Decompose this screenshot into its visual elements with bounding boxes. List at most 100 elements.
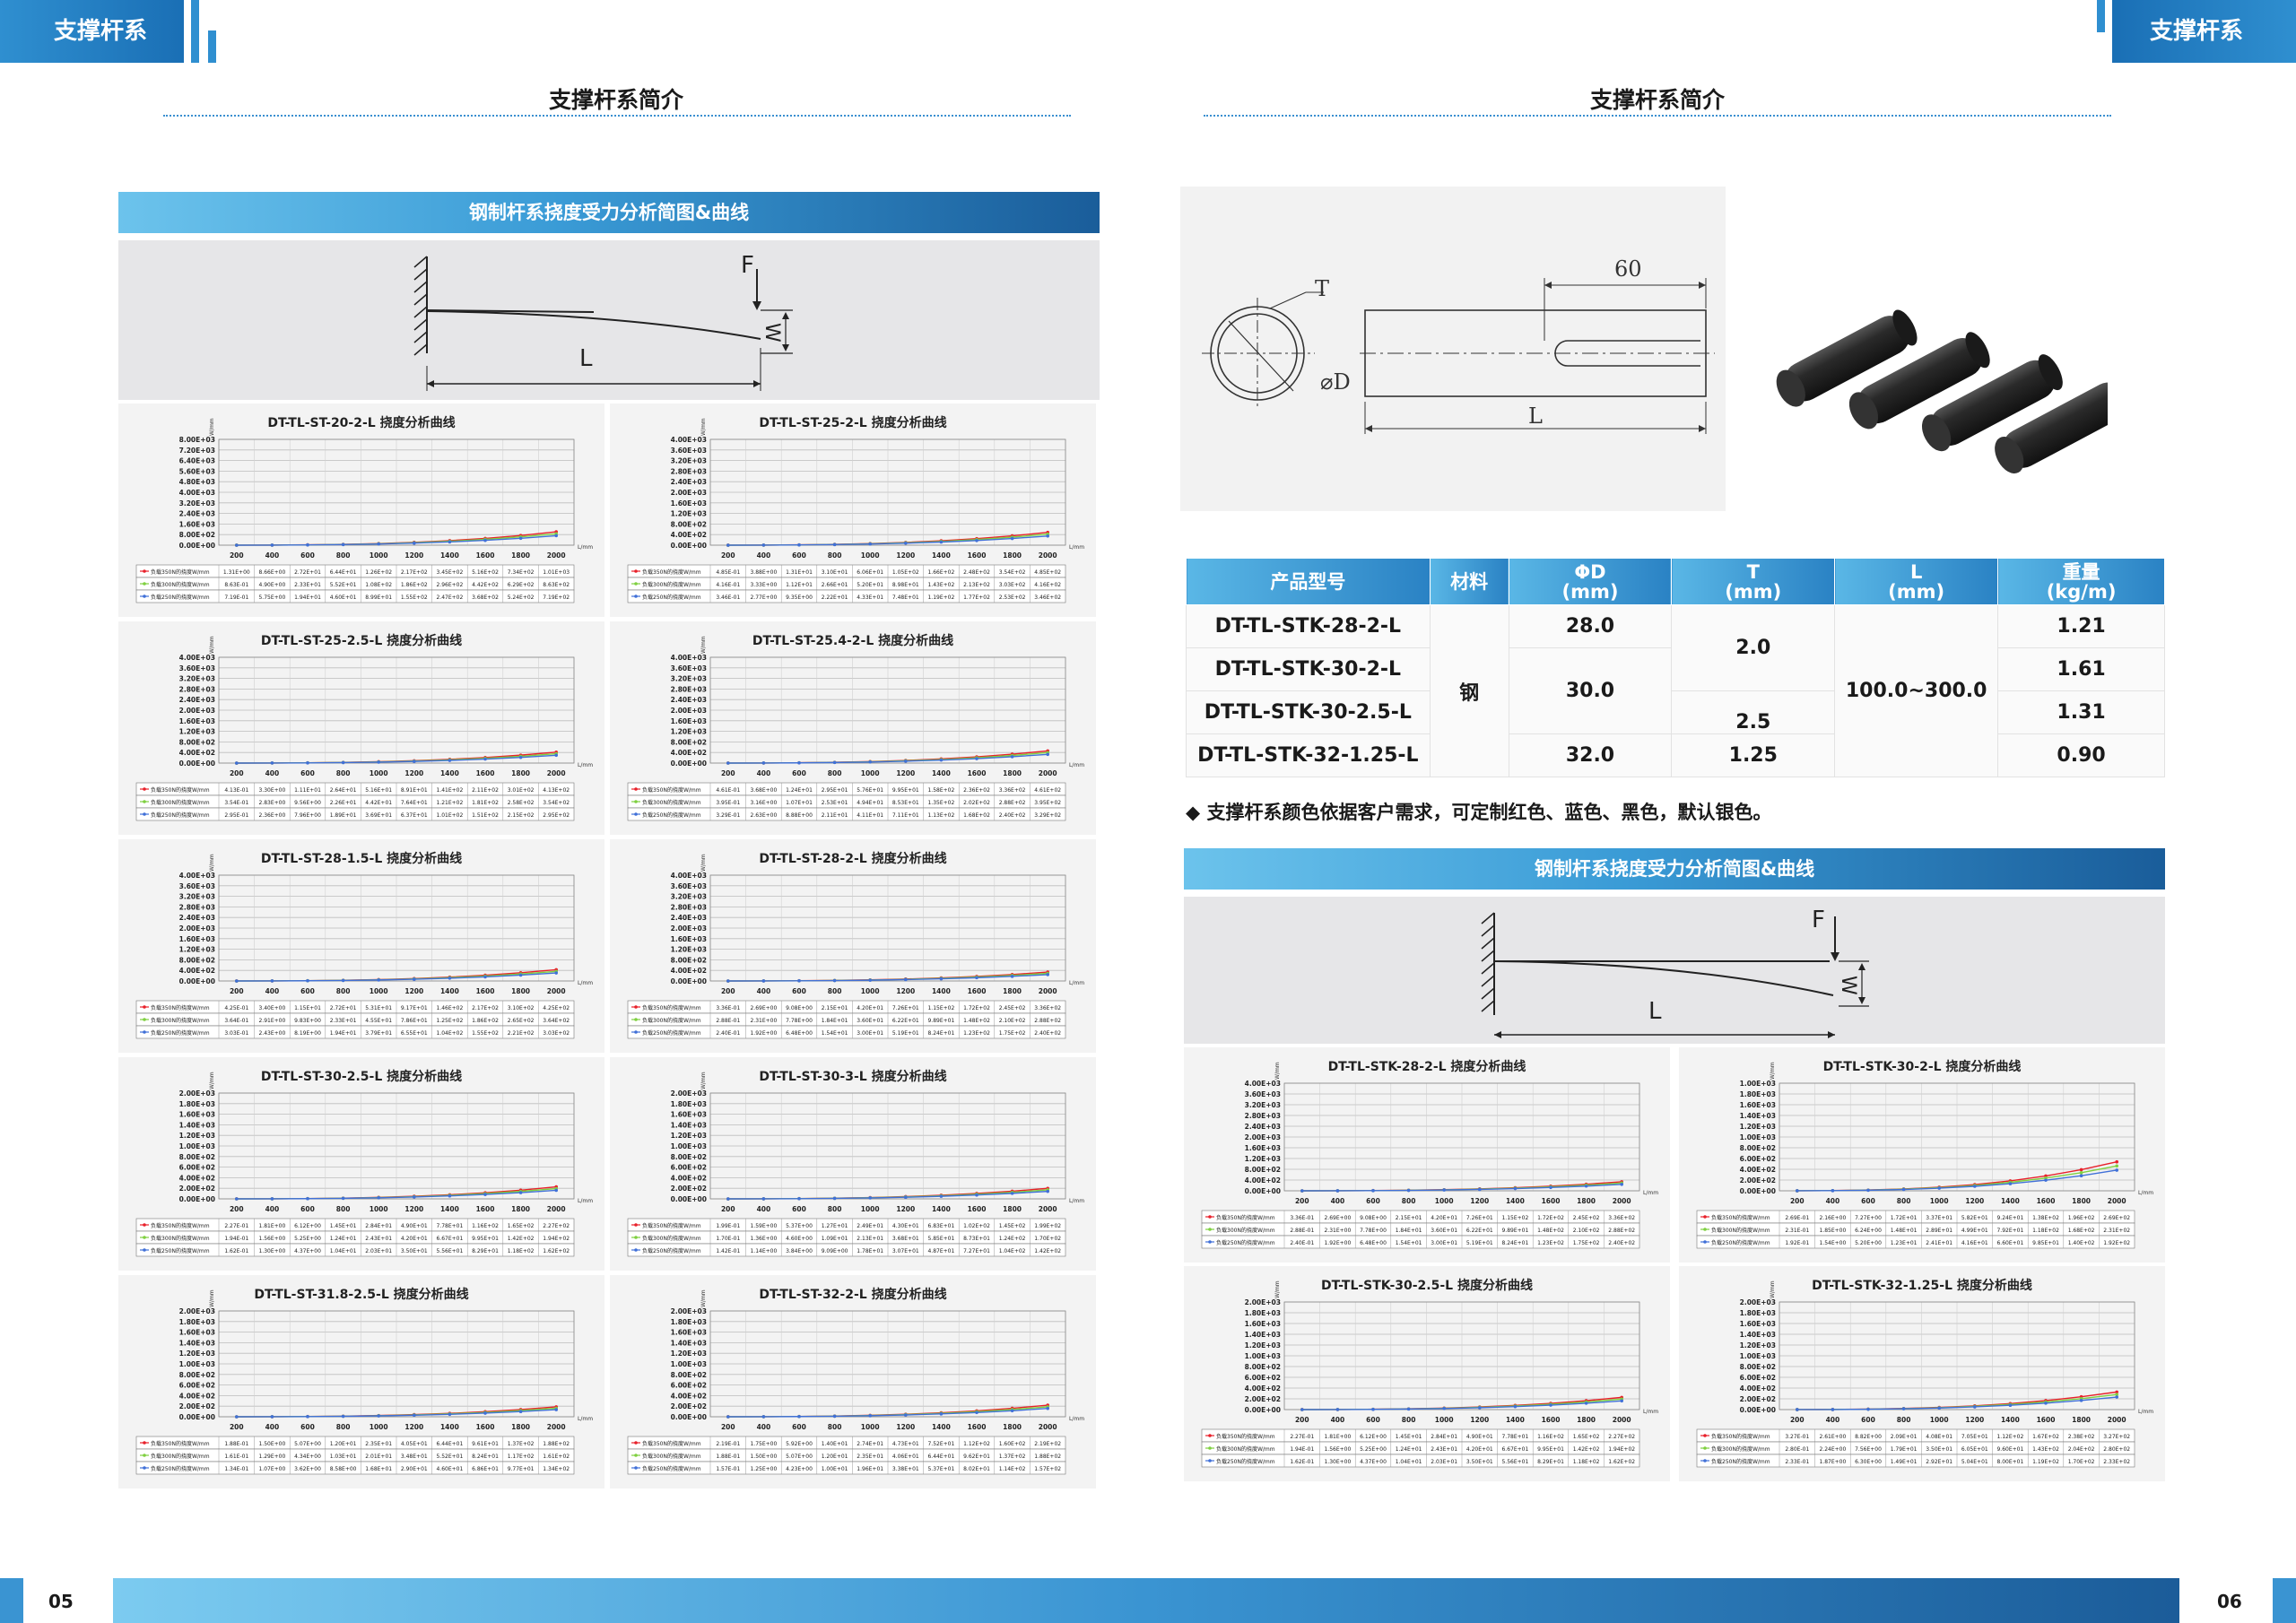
table-cell: 2.31E+00 [750, 1018, 777, 1024]
legend-label: 负载350N的挠度W/mm [151, 568, 210, 576]
deflection-chart: DT-TL-ST-25.4-2-L 挠度分析曲线W/mm4.00E+033.60… [627, 633, 1084, 821]
data-point [341, 542, 345, 547]
legend-label: 负载250N的挠度W/mm [1711, 1458, 1770, 1465]
x-tick-label: 600 [1861, 1197, 1875, 1205]
table-cell: 3.46E-01 [716, 595, 740, 601]
y-tick-label: 3.20E+03 [179, 499, 215, 508]
cell-weight: 0.90 [1997, 733, 2165, 777]
footer-accent-right [2273, 1578, 2296, 1623]
y-tick-label: 2.00E+03 [1245, 1133, 1281, 1141]
table-cell: 9.08E+00 [786, 1005, 813, 1011]
table-cell: 3.95E-01 [716, 800, 740, 806]
drawing-label-t: T [1315, 276, 1329, 301]
table-cell: 1.00E+01 [822, 1466, 848, 1472]
table-cell: 2.95E-01 [224, 812, 248, 819]
table-cell: 1.43E+02 [2032, 1446, 2059, 1453]
table-cell: 4.11E+01 [857, 812, 883, 819]
table-cell: 2.15E+01 [822, 1005, 848, 1011]
cell-model: DT-TL-STK-30-2-L [1186, 647, 1431, 691]
y-tick-label: 8.00E+02 [179, 956, 215, 964]
table-cell: 2.72E+01 [330, 1005, 357, 1011]
table-cell: 4.13E+02 [543, 787, 570, 794]
x-axis-unit: L/mm [1069, 762, 1084, 768]
x-tick-label: 1000 [370, 987, 388, 995]
table-cell: 3.00E+01 [1431, 1240, 1457, 1246]
table-cell: 1.37E+02 [508, 1441, 535, 1447]
data-point [975, 1410, 978, 1415]
table-cell: 2.31E+00 [1324, 1228, 1351, 1234]
table-cell: 6.83E+01 [927, 1223, 954, 1229]
x-tick-label: 400 [265, 1205, 280, 1213]
table-cell: 4.37E+00 [294, 1248, 321, 1254]
x-tick-label: 1800 [1577, 1197, 1596, 1205]
table-cell: 4.61E+02 [1034, 787, 1061, 794]
x-axis-unit: L/mm [578, 762, 593, 768]
x-tick-label: 200 [721, 987, 735, 995]
y-tick-label: 1.80E+03 [1740, 1309, 1776, 1317]
data-point [1010, 536, 1014, 541]
table-cell: 3.36E-01 [716, 1005, 740, 1011]
th-weight: 重量 (kg/m) [1997, 558, 2165, 605]
table-cell: 2.84E+01 [1431, 1434, 1457, 1440]
left-banner: 钢制杆系挠度受力分析简图&曲线 [118, 192, 1100, 233]
legend-label: 负载250N的挠度W/mm [642, 1465, 701, 1472]
table-cell: 2.16E+00 [1819, 1215, 1846, 1221]
table-cell: 9.56E+00 [294, 800, 321, 806]
x-tick-label: 1600 [2037, 1416, 2056, 1424]
series-line [236, 534, 557, 546]
series-line [236, 1409, 557, 1418]
table-cell: 8.98E+01 [892, 582, 919, 588]
table-cell: 2.88E-01 [1290, 1228, 1314, 1234]
table-cell: 7.26E+01 [892, 1005, 919, 1011]
x-tick-label: 600 [1366, 1197, 1380, 1205]
table-cell: 2.95E+02 [543, 812, 570, 819]
y-tick-label: 0.00E+00 [1245, 1406, 1281, 1414]
y-tick-label: 4.00E+02 [1245, 1176, 1281, 1185]
table-cell: 1.11E+01 [294, 787, 321, 794]
table-cell: 3.79E+01 [365, 1030, 392, 1037]
y-tick-label: 8.00E+02 [179, 531, 215, 539]
table-cell: 2.53E+02 [999, 595, 1026, 601]
x-tick-label: 1200 [896, 1423, 915, 1431]
right-banner: 钢制杆系挠度受力分析简图&曲线 [1184, 848, 2165, 890]
table-cell: 2.27E+02 [543, 1223, 570, 1229]
table-cell: 3.38E+01 [892, 1466, 919, 1472]
table-cell: 2.38E+02 [2068, 1434, 2095, 1440]
table-cell: 1.57E+02 [1034, 1466, 1061, 1472]
y-tick-label: 2.00E+03 [671, 707, 707, 715]
table-cell: 1.31E+00 [223, 569, 250, 576]
table-cell: 1.56E+00 [1324, 1446, 1351, 1453]
table-cell: 1.17E+02 [508, 1454, 535, 1460]
data-point [377, 760, 381, 764]
table-cell: 2.45E+02 [999, 1005, 1026, 1011]
x-tick-label: 200 [1295, 1197, 1309, 1205]
data-point [975, 757, 978, 760]
data-point [483, 975, 487, 979]
table-row: DT-TL-STK-30-2.5-L 2.5 1.31 [1186, 690, 2165, 734]
table-cell: 2.53E+01 [822, 800, 848, 806]
table-cell: 3.68E+01 [892, 1236, 919, 1242]
table-cell: 5.16E+02 [472, 569, 499, 576]
table-cell: 1.72E+02 [963, 1005, 990, 1011]
table-cell: 9.85E+01 [2032, 1240, 2059, 1246]
table-cell: 3.00E+01 [857, 1030, 883, 1037]
table-cell: 4.08E+01 [1926, 1434, 1952, 1440]
x-tick-label: 600 [792, 1205, 806, 1213]
table-cell: 2.88E+02 [999, 800, 1026, 806]
x-axis-unit: L/mm [1069, 544, 1084, 551]
x-tick-label: 1400 [1506, 1416, 1525, 1424]
data-point [726, 1197, 730, 1201]
x-tick-label: 1600 [2037, 1197, 2056, 1205]
table-cell: 2.40E+02 [1034, 1030, 1061, 1037]
y-tick-label: 2.40E+03 [179, 696, 215, 704]
table-cell: 3.27E+02 [2103, 1434, 2130, 1440]
chart-title: DT-TL-ST-30-3-L 挠度分析曲线 [759, 1069, 946, 1084]
y-tick-label: 4.00E+02 [1740, 1384, 1776, 1393]
data-point [761, 979, 766, 983]
data-point [554, 534, 558, 538]
data-point [1513, 1404, 1518, 1409]
table-cell: 5.37E+00 [786, 1223, 813, 1229]
table-cell: 1.54E+00 [1819, 1240, 1846, 1246]
x-tick-label: 400 [265, 1423, 280, 1431]
